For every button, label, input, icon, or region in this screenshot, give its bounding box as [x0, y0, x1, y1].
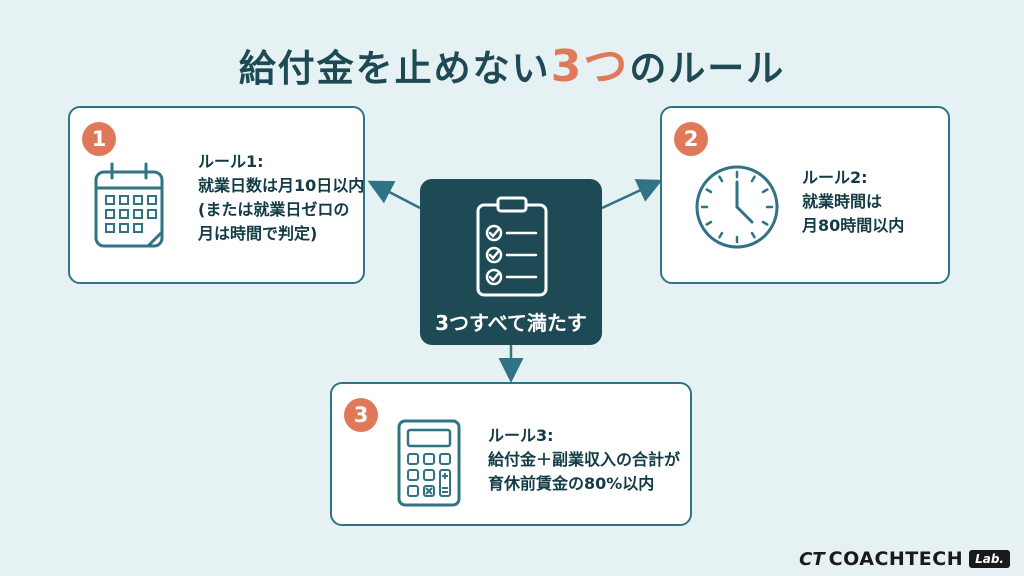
- calculator-icon: [397, 419, 461, 507]
- title-tail: のルール: [629, 47, 786, 90]
- rule-heading: ルール2:: [802, 168, 868, 187]
- logo-mark: CT: [799, 548, 825, 570]
- center-summary-box: 3つすべて満たす: [420, 179, 602, 345]
- center-label: 3つすべて満たす: [435, 311, 587, 335]
- rule-number-badge: 1: [82, 122, 116, 156]
- arrow-to-rule-1: [367, 180, 421, 210]
- rule-line: 月80時間以内: [802, 216, 905, 235]
- rule-line: 就業時間は: [802, 192, 883, 211]
- rule-line: 月は時間で判定): [198, 224, 318, 243]
- clock-icon: [695, 165, 779, 249]
- logo-wordmark: COACHTECH: [828, 548, 964, 570]
- rule-heading: ルール1:: [198, 152, 264, 171]
- arrow-to-rule-2: [601, 179, 663, 210]
- rule-line: (または就業日ゼロの: [198, 200, 350, 219]
- rule-line: 育休前賃金の80%以内: [488, 474, 655, 493]
- title-main: 給付金を止めない: [238, 47, 551, 90]
- rule-card-2: 2 ルール2: 就業時間は 月80時間以内: [660, 106, 950, 284]
- clipboard-checklist-icon: [476, 196, 548, 297]
- rule-number-badge: 2: [674, 122, 708, 156]
- rule-card-1: 1 ルール1: 就業日数は月10日以内 (または就業日ゼロの 月は時間で判定): [68, 106, 365, 284]
- rule-3-text: ルール3: 給付金＋副業収入の合計が 育休前賃金の80%以内: [488, 424, 680, 496]
- page-title: 給付金を止めない3つのルール: [0, 30, 1024, 94]
- logo-lab-badge: Lab.: [969, 550, 1010, 568]
- rule-heading: ルール3:: [488, 426, 554, 445]
- title-accent: 3つ: [550, 41, 630, 92]
- rule-2-text: ルール2: 就業時間は 月80時間以内: [802, 166, 904, 238]
- rule-line: 給付金＋副業収入の合計が: [488, 450, 681, 469]
- coachtech-logo: CT COACHTECH Lab.: [799, 548, 1010, 570]
- rule-card-3: 3 ルール3: 給付金＋副業収入の合計が 育休前賃金の80%以内: [330, 382, 692, 526]
- rule-line: 就業日数は月10日以内: [198, 176, 365, 195]
- rule-1-text: ルール1: 就業日数は月10日以内 (または就業日ゼロの 月は時間で判定): [198, 150, 364, 246]
- calendar-icon: [94, 162, 164, 248]
- rule-number-badge: 3: [344, 398, 378, 432]
